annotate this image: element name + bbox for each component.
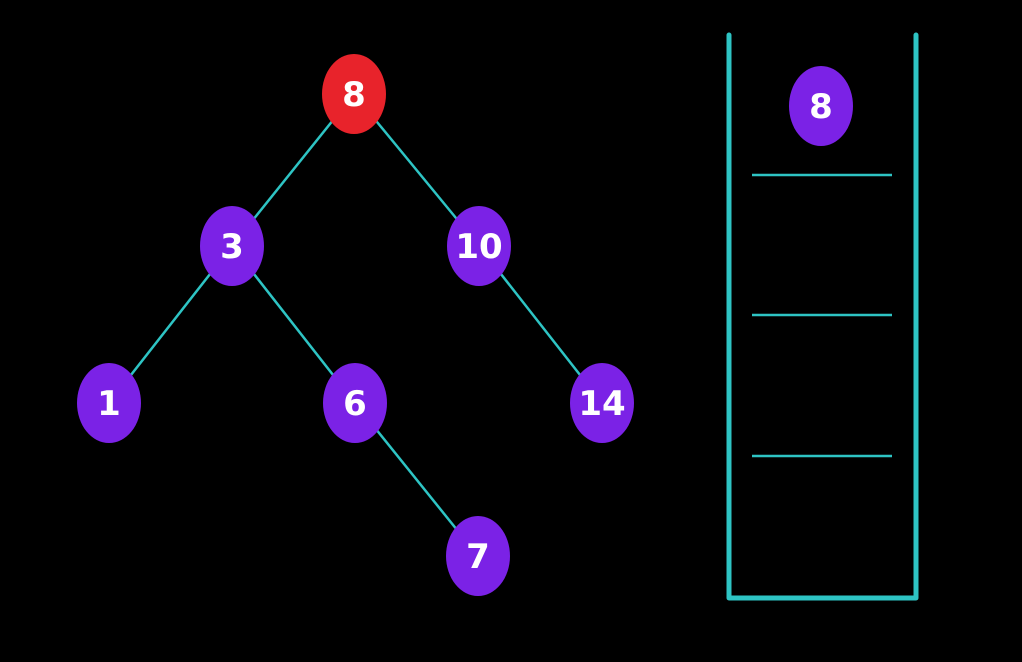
tree-node-label: 10 — [455, 227, 502, 267]
tree-node-14: 14 — [570, 363, 634, 443]
stack-items: 8 — [789, 66, 853, 146]
tree-node-label: 8 — [342, 75, 366, 115]
tree-node-circle — [447, 206, 511, 286]
tree-nodes: 8 3 10 1 6 14 7 — [77, 54, 634, 596]
stack-container — [726, 32, 919, 601]
stack-item-circle — [789, 66, 853, 146]
tree-node-label: 1 — [97, 384, 121, 424]
stack-item-label: 8 — [809, 87, 833, 127]
stack-walls — [726, 32, 919, 601]
stack-item-8: 8 — [789, 66, 853, 146]
tree-edges — [108, 93, 603, 557]
tree-node-circle — [323, 363, 387, 443]
tree-node-label: 14 — [578, 384, 625, 424]
tree-node-3: 3 — [200, 206, 264, 286]
tree-node-circle — [77, 363, 141, 443]
tree-node-label: 7 — [466, 537, 490, 577]
tree-node-label: 3 — [220, 227, 244, 267]
tree-node-8: 8 — [322, 54, 386, 134]
tree-node-1: 1 — [77, 363, 141, 443]
tree-node-7: 7 — [446, 516, 510, 596]
tree-node-circle — [322, 54, 386, 134]
tree-node-label: 6 — [343, 384, 367, 424]
tree-node-circle — [446, 516, 510, 596]
tree-node-6: 6 — [323, 363, 387, 443]
tree-node-circle — [200, 206, 264, 286]
tree-node-circle — [570, 363, 634, 443]
tree-node-10: 10 — [447, 206, 511, 286]
